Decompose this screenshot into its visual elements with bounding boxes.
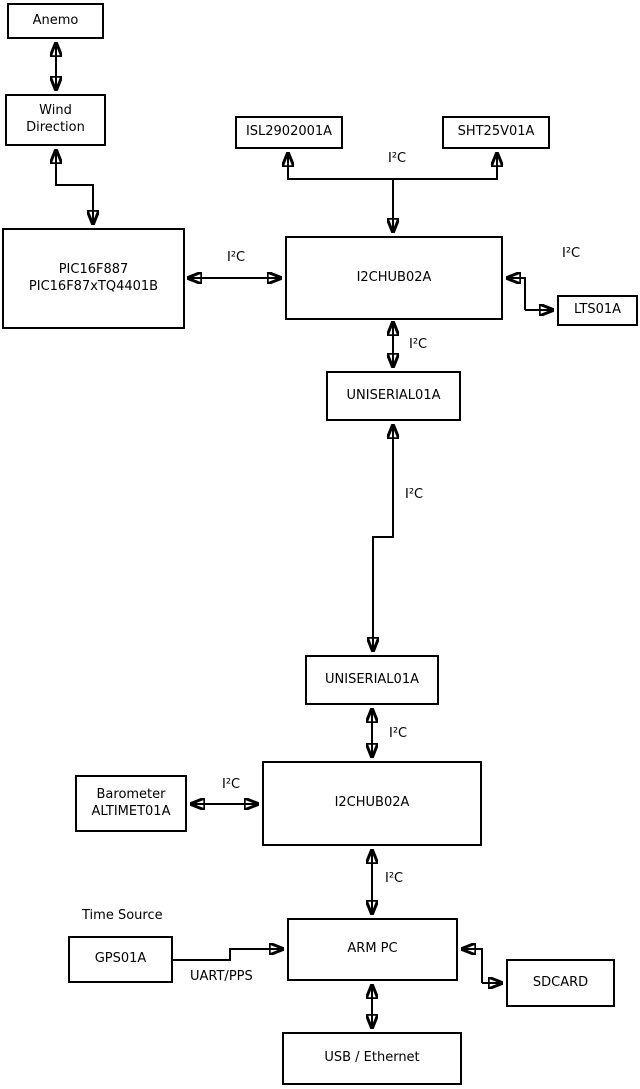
edge-uniserial-link bbox=[373, 425, 393, 651]
label-i2c-hub-lts: I²C bbox=[562, 246, 581, 261]
node-sdcard: SDCARD bbox=[506, 959, 615, 1007]
node-lts01a-label: LTS01A bbox=[573, 302, 622, 318]
node-i2chub-bottom: I2CHUB02A bbox=[262, 761, 482, 846]
label-time-source: Time Source bbox=[82, 908, 163, 923]
node-i2chub-bottom-label: I2CHUB02A bbox=[334, 795, 410, 811]
node-barometer: Barometer ALTIMET01A bbox=[75, 775, 187, 832]
label-i2c-uniserial-link: I²C bbox=[405, 487, 424, 502]
node-barometer-label: Barometer ALTIMET01A bbox=[91, 786, 171, 819]
node-pic: PIC16F887 PIC16F87xTQ4401B bbox=[2, 228, 185, 329]
node-gps01a-label: GPS01A bbox=[94, 951, 147, 967]
node-uniserial-bottom-label: UNISERIAL01A bbox=[325, 671, 419, 687]
edge-gps-armpc bbox=[173, 949, 283, 961]
label-i2c-uniserial-hub2: I²C bbox=[389, 726, 408, 741]
label-i2c-barometer-hub2: I²C bbox=[222, 777, 241, 792]
node-anemo: Anemo bbox=[7, 3, 104, 39]
label-i2c-sensor-bus: I²C bbox=[388, 151, 407, 166]
node-sht25v01a: SHT25V01A bbox=[442, 116, 550, 149]
node-gps01a: GPS01A bbox=[68, 936, 173, 983]
node-uniserial-top: UNISERIAL01A bbox=[326, 371, 461, 421]
node-usb-ethernet-label: USB / Ethernet bbox=[324, 1050, 420, 1066]
node-pic-label: PIC16F887 PIC16F87xTQ4401B bbox=[28, 261, 159, 294]
node-isl2902001a-label: ISL2902001A bbox=[245, 124, 333, 140]
label-i2c-pic-hub: I²C bbox=[227, 250, 246, 265]
edge-hub-right-in bbox=[507, 278, 526, 310]
node-i2chub-top-label: I2CHUB02A bbox=[356, 269, 432, 285]
node-wind-direction: Wind Direction bbox=[5, 94, 106, 146]
node-arm-pc: ARM PC bbox=[287, 918, 458, 981]
node-lts01a: LTS01A bbox=[557, 295, 638, 326]
node-i2chub-top: I2CHUB02A bbox=[285, 236, 503, 320]
node-uniserial-bottom: UNISERIAL01A bbox=[305, 655, 439, 705]
node-sdcard-label: SDCARD bbox=[532, 974, 589, 990]
label-i2c-hub-uniserial: I²C bbox=[409, 337, 428, 352]
node-arm-pc-label: ARM PC bbox=[347, 941, 398, 957]
node-usb-ethernet: USB / Ethernet bbox=[282, 1032, 462, 1085]
label-uart-pps: UART/PPS bbox=[190, 969, 253, 984]
label-i2c-hub2-armpc: I²C bbox=[385, 871, 404, 886]
node-isl2902001a: ISL2902001A bbox=[235, 116, 343, 149]
node-wind-direction-label: Wind Direction bbox=[26, 103, 85, 135]
node-sht25v01a-label: SHT25V01A bbox=[457, 124, 535, 140]
node-uniserial-top-label: UNISERIAL01A bbox=[346, 387, 441, 403]
node-anemo-label: Anemo bbox=[32, 12, 79, 28]
edge-armpc-right-in bbox=[462, 949, 483, 983]
edge-wind-pic bbox=[56, 150, 93, 224]
